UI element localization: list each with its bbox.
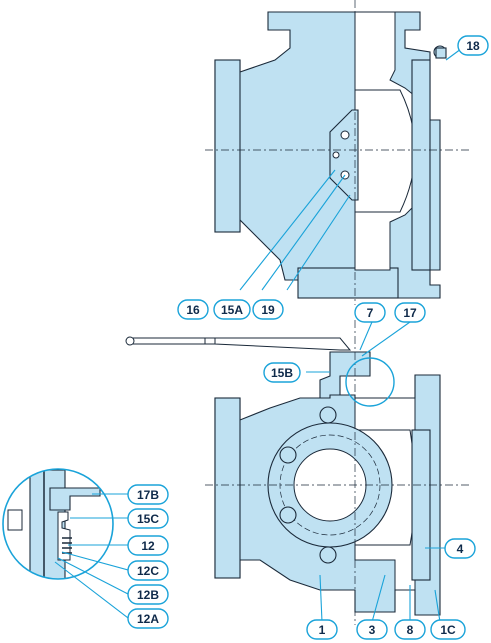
callout-17: 17 (394, 302, 426, 323)
detail-leaders (54, 493, 129, 619)
callout-1: 1 (306, 619, 338, 640)
bottom-valve-view (125, 320, 470, 625)
callout-12-label: 12 (141, 539, 155, 553)
callout-15b: 15B (263, 362, 301, 383)
callout-18-label: 18 (466, 39, 480, 53)
detail-view (2, 468, 114, 580)
callout-4: 4 (444, 538, 476, 559)
callout-18: 18 (457, 35, 489, 56)
callout-3: 3 (356, 619, 388, 640)
callout-12c-label: 12C (137, 564, 159, 578)
callout-12a-label: 12A (137, 612, 159, 626)
callout-16: 16 (177, 299, 209, 320)
callout-1c: 1C (430, 619, 466, 640)
callout-12b: 12B (127, 584, 169, 605)
callout-19: 19 (252, 299, 284, 320)
callout-15a: 15A (213, 299, 251, 320)
bottom-leaders (306, 321, 445, 623)
callout-15c: 15C (127, 508, 169, 529)
callout-17b: 17B (127, 484, 169, 505)
callout-12c: 12C (127, 560, 169, 581)
callout-12: 12 (127, 535, 169, 556)
callout-3-label: 3 (369, 623, 376, 637)
callout-7: 7 (354, 302, 386, 323)
callout-1-label: 1 (319, 623, 326, 637)
callout-4-label: 4 (457, 542, 464, 556)
callout-12a: 12A (127, 608, 169, 629)
callout-17-label: 17 (403, 306, 417, 320)
callout-7-label: 7 (367, 306, 374, 320)
callout-12b-label: 12B (137, 588, 159, 602)
callout-15b-label: 15B (271, 366, 293, 380)
callout-17b-label: 17B (137, 488, 159, 502)
callout-8-label: 8 (407, 623, 414, 637)
callout-19-label: 19 (261, 303, 275, 317)
callout-15c-label: 15C (137, 512, 159, 526)
callout-8: 8 (394, 619, 426, 640)
top-leaders (239, 45, 466, 291)
callout-1c-label: 1C (440, 623, 456, 637)
callout-16-label: 16 (186, 303, 200, 317)
top-valve-view (205, 0, 470, 305)
callout-15a-label: 15A (221, 303, 243, 317)
